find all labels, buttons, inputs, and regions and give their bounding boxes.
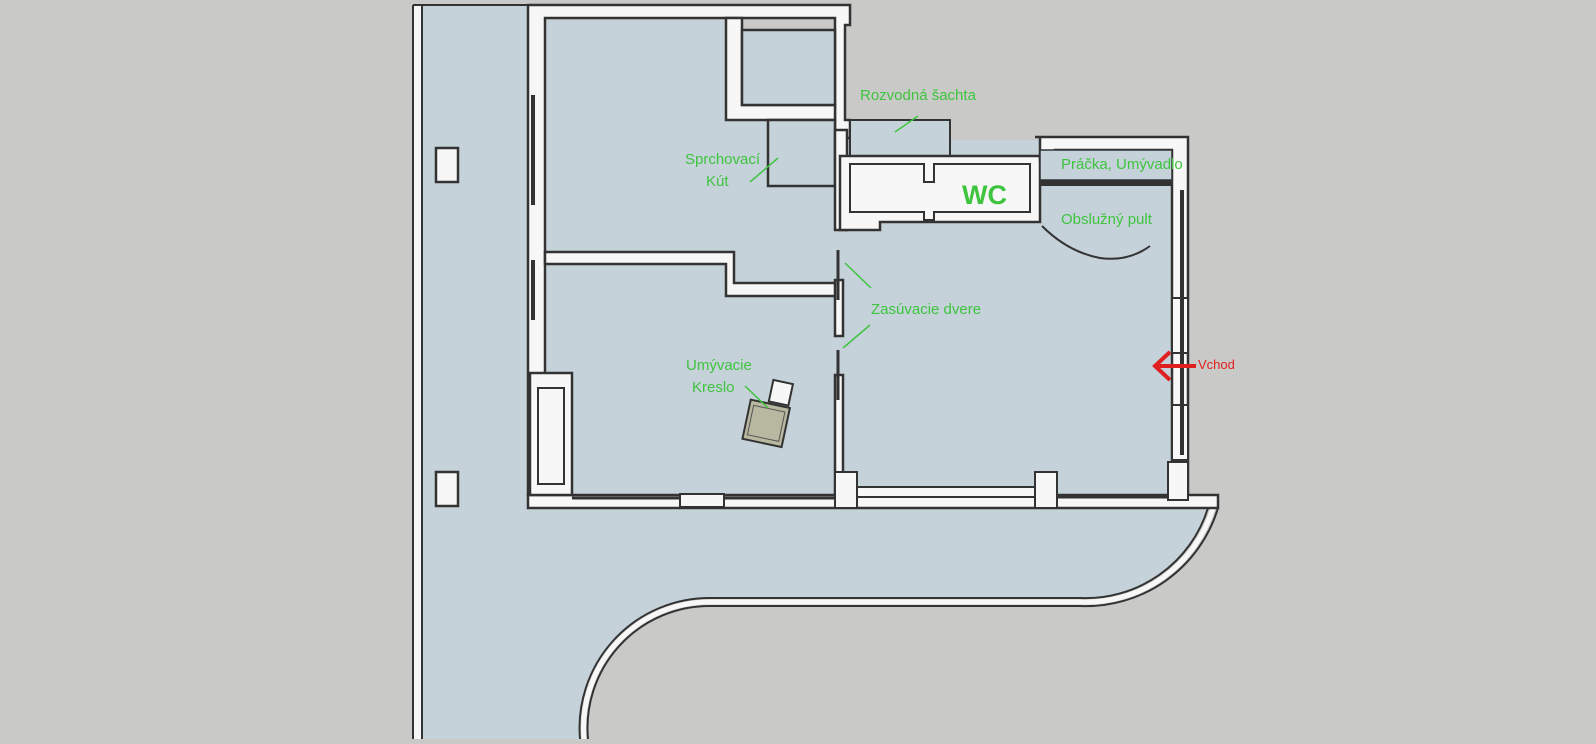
label-wc: WC <box>962 180 1007 210</box>
pointer-line <box>842 324 871 349</box>
wc-room <box>849 163 1031 221</box>
pointer-line <box>844 262 872 289</box>
curved-edge <box>578 507 1209 740</box>
label-kreslo: Kreslo <box>692 379 735 396</box>
pointer-line <box>894 115 919 133</box>
chair-icon <box>741 378 795 449</box>
washer-area <box>1039 149 1173 181</box>
label-sprchovaci: Sprchovací <box>685 151 761 168</box>
outer-floor <box>422 5 1208 739</box>
shower-cabin <box>766 118 837 188</box>
label-rozvodna-sachta: Rozvodná šachta <box>860 87 977 104</box>
label-kut: Kút <box>706 173 729 190</box>
interior-floor <box>545 20 1175 495</box>
arrow-left-icon <box>1152 350 1196 382</box>
column <box>1034 471 1058 509</box>
label-zasuvacie-dvere: Zasúvacie dvere <box>871 301 981 318</box>
pillar <box>434 146 460 184</box>
window-sill <box>856 486 1036 498</box>
column <box>1167 461 1189 501</box>
label-obsluzny-pult: Obslužný pult <box>1061 211 1153 228</box>
curved-edge <box>586 507 1219 740</box>
pointer-line <box>749 157 779 183</box>
cabinet-inner <box>537 387 565 485</box>
storage-room <box>740 28 837 107</box>
pillar <box>434 470 460 508</box>
pointer-line <box>744 385 769 409</box>
service-counter <box>1041 225 1151 260</box>
label-vchod: Vchod <box>1198 357 1235 372</box>
label-pracka: Práčka, Umývadlo <box>1061 156 1183 173</box>
column <box>834 471 858 509</box>
counter-edge <box>1040 180 1172 186</box>
outer-wall <box>414 5 421 739</box>
curved-edge-fill <box>581 507 1216 740</box>
label-umyvacie: Umývacie <box>686 357 752 374</box>
window-frame <box>679 493 725 508</box>
shaft <box>849 119 951 157</box>
